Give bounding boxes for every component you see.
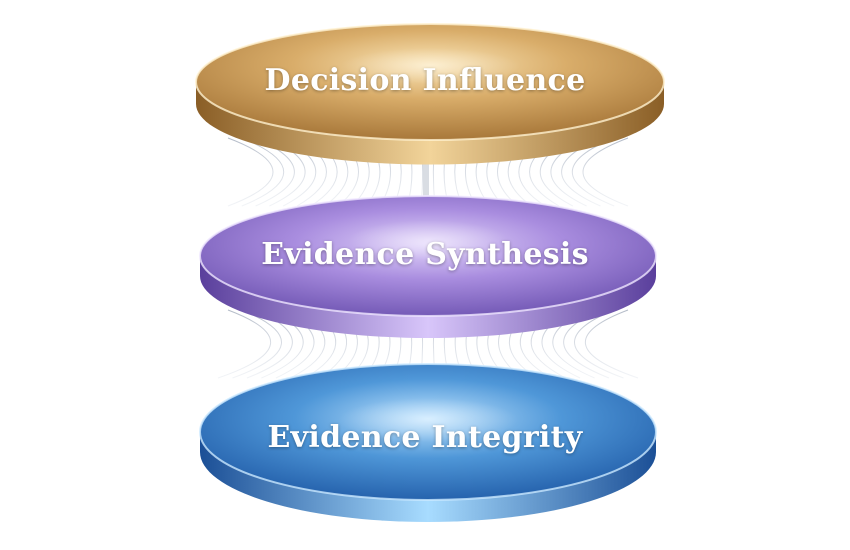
connector-thread (227, 137, 274, 207)
connector-thread (582, 137, 629, 207)
connector-thread (584, 309, 639, 379)
connector-thread (217, 309, 272, 379)
connector-thread (241, 137, 285, 207)
disk-evidence-integrity (199, 363, 657, 522)
connector-thread (232, 309, 282, 379)
layer-label-evidence-integrity: Evidence Integrity (267, 420, 583, 455)
disk-evidence-synthesis (199, 195, 657, 338)
layer-label-decision-influence: Decision Influence (264, 63, 586, 98)
center-spine (423, 150, 429, 210)
disk-decision-influence (195, 23, 665, 165)
layer-label-evidence-synthesis: Evidence Synthesis (261, 237, 589, 272)
connector-thread (574, 309, 624, 379)
